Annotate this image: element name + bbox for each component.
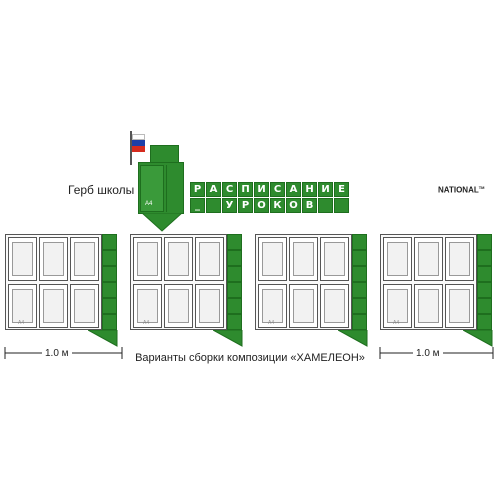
title-letter-tile: П (238, 182, 253, 197)
side-tile (352, 298, 367, 314)
side-tile (227, 314, 242, 330)
a4-pocket: A4 (383, 284, 412, 328)
side-tile (477, 314, 492, 330)
title-blank-tile (334, 198, 349, 213)
a4-pocket (70, 284, 99, 328)
emblem-a4-label: A4 (145, 201, 153, 207)
brand-logo: NATIONALTM (438, 185, 485, 195)
title-letter-tile: У (222, 198, 237, 213)
down-arrow-icon (463, 330, 493, 347)
side-tile (352, 266, 367, 282)
title-dash-tile: _ (190, 198, 205, 213)
a4-pocket (133, 237, 162, 281)
side-tile (102, 234, 117, 250)
side-tile (477, 298, 492, 314)
pocket-a4-label: A4 (18, 320, 25, 326)
title-blank-tile (318, 198, 333, 213)
pocket-a4-label: A4 (143, 320, 150, 326)
side-tile (227, 266, 242, 282)
a4-pocket (289, 237, 318, 281)
title-letter-tile: К (270, 198, 285, 213)
russian-flag-icon (130, 131, 146, 165)
a4-pocket (289, 284, 318, 328)
title-letter-tile: В (302, 198, 317, 213)
side-tile (477, 234, 492, 250)
a4-pocket (195, 284, 224, 328)
title-letter-tile: И (318, 182, 333, 197)
title-letter-tile: О (286, 198, 301, 213)
title-letter-tile: А (206, 182, 221, 197)
side-tile (102, 314, 117, 330)
side-tile (227, 282, 242, 298)
width-label-left: 1.0 м (42, 348, 72, 359)
a4-pocket (39, 284, 68, 328)
brand-tm: TM (478, 185, 485, 190)
a4-pocket (70, 237, 99, 281)
a4-pocket: A4 (258, 284, 287, 328)
side-tile (352, 250, 367, 266)
a4-pocket (164, 237, 193, 281)
title-letter-tile: А (286, 182, 301, 197)
title-letter-tile: С (270, 182, 285, 197)
a4-pocket (445, 237, 474, 281)
a4-pocket (445, 284, 474, 328)
side-tile (227, 250, 242, 266)
a4-pocket (258, 237, 287, 281)
a4-pocket (320, 284, 349, 328)
title-letter-tile: Н (302, 182, 317, 197)
width-label-right: 1.0 м (413, 348, 443, 359)
side-tile (227, 298, 242, 314)
down-arrow-icon (88, 330, 118, 347)
side-tile (102, 282, 117, 298)
a4-pocket (320, 237, 349, 281)
emblem-side-column (166, 165, 180, 212)
a4-pocket (383, 237, 412, 281)
assembly-variant: A4 (380, 234, 495, 349)
title-blank-tile (206, 198, 221, 213)
emblem-label: Герб школы (68, 183, 135, 197)
side-tile (352, 282, 367, 298)
assembly-variant: A4 (130, 234, 245, 349)
pocket-a4-label: A4 (268, 320, 275, 326)
down-arrow-icon (142, 213, 182, 232)
assembly-variant: A4 (5, 234, 120, 349)
a4-pocket (195, 237, 224, 281)
a4-pocket (8, 237, 37, 281)
side-tile (352, 314, 367, 330)
pocket-a4-label: A4 (393, 320, 400, 326)
title-letter-tile: И (254, 182, 269, 197)
title-letter-tile: О (254, 198, 269, 213)
caption: Варианты сборки композиции «ХАМЕЛЕОН» (135, 352, 365, 364)
side-tile (102, 250, 117, 266)
side-tile (352, 234, 367, 250)
title-letter-tile: Е (334, 182, 349, 197)
side-tile (477, 250, 492, 266)
side-tile (477, 282, 492, 298)
side-tile (477, 266, 492, 282)
a4-pocket (414, 284, 443, 328)
down-arrow-icon (213, 330, 243, 347)
a4-pocket: A4 (8, 284, 37, 328)
side-tile (102, 266, 117, 282)
title-letter-tile: С (222, 182, 237, 197)
emblem-pocket (140, 165, 164, 212)
emblem-top-strip (150, 145, 179, 163)
a4-pocket: A4 (133, 284, 162, 328)
assembly-variant: A4 (255, 234, 370, 349)
side-tile (227, 234, 242, 250)
a4-pocket (164, 284, 193, 328)
a4-pocket (414, 237, 443, 281)
down-arrow-icon (338, 330, 368, 347)
title-letter-tile: Р (190, 182, 205, 197)
side-tile (102, 298, 117, 314)
title-letter-tile: Р (238, 198, 253, 213)
a4-pocket (39, 237, 68, 281)
brand-name: NATIONAL (438, 185, 479, 195)
